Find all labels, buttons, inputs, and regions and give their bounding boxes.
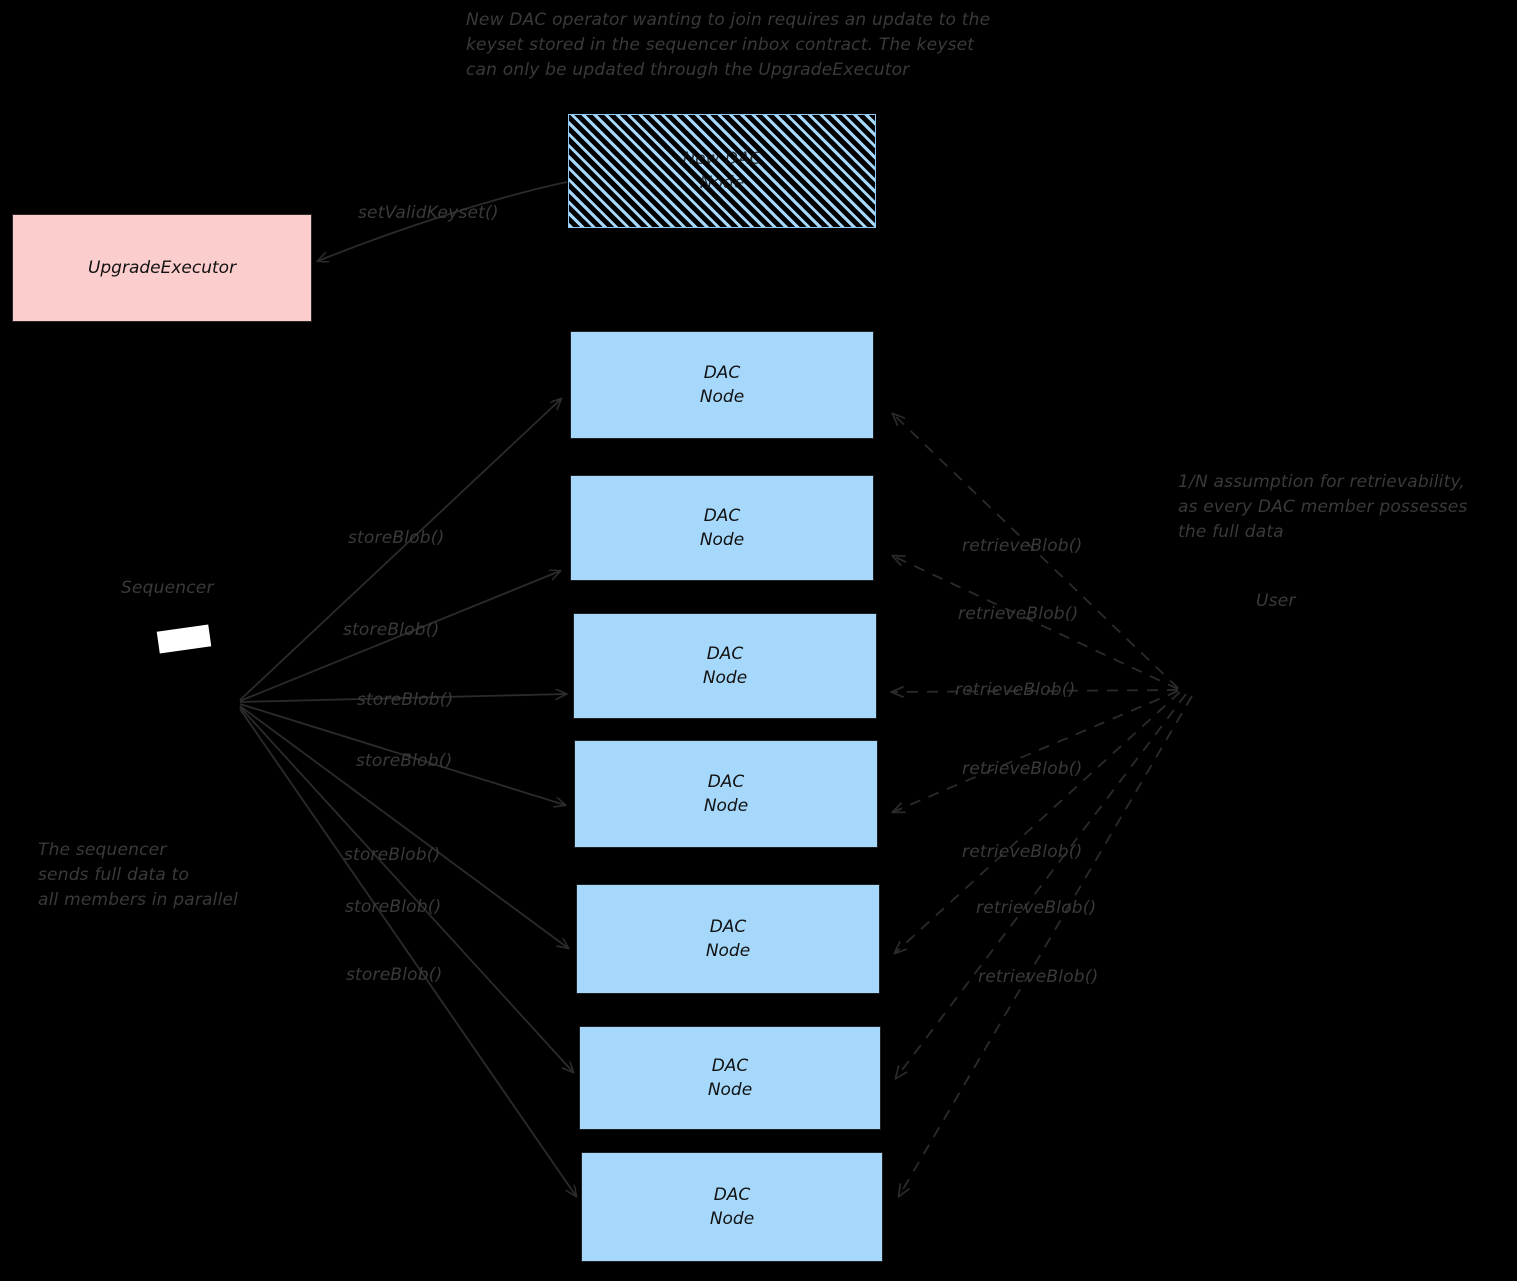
annotation-sequencer-note: The sequencer sends full data to all mem… [38, 840, 239, 910]
edge-retrieve-blob-group [890, 412, 1193, 1198]
edge-store-blob-7 [239, 708, 576, 1196]
edge-store-blob-5 [239, 705, 568, 948]
edge-store-blob-2 [239, 571, 560, 702]
node-dac-node-1[interactable]: DAC Node [570, 331, 874, 439]
node-dac-node-1-label: DAC Node [699, 363, 745, 407]
node-upgrade-executor[interactable]: UpgradeExecutor [12, 214, 312, 322]
edge-store-blob-group [239, 399, 576, 1196]
node-dac-node-2[interactable]: DAC Node [570, 475, 874, 581]
node-new-dac-node-label: New DAC Node [682, 149, 762, 193]
edge-retrieve-blob-3 [890, 686, 1179, 698]
node-dac-node-3-label: DAC Node [702, 644, 748, 688]
node-dac-node-3[interactable]: DAC Node [573, 613, 877, 719]
edge-label-store-blob-5: storeBlob() [344, 845, 441, 865]
edge-store-blob-6 [239, 706, 573, 1072]
node-dac-node-4[interactable]: DAC Node [574, 740, 878, 848]
edge-retrieve-blob-5 [893, 691, 1181, 955]
edge-set-valid-keyset [318, 181, 568, 261]
node-dac-node-7[interactable]: DAC Node [581, 1152, 883, 1262]
edge-retrieve-blob-4 [891, 690, 1179, 814]
edge-label-retrieve-blob-7: retrieveBlob() [978, 967, 1099, 987]
edge-label-store-blob-7: storeBlob() [346, 965, 443, 985]
edge-label-retrieve-blob-2: retrieveBlob() [958, 604, 1079, 624]
edge-store-blob-1 [239, 399, 561, 701]
edge-label-retrieve-blob-1: retrieveBlob() [962, 536, 1083, 556]
node-sequencer-label: Sequencer [121, 578, 214, 598]
edge-retrieve-blob-7 [897, 695, 1193, 1198]
node-new-dac-node[interactable]: New DAC Node [568, 114, 876, 228]
node-dac-node-7-label: DAC Node [709, 1185, 755, 1229]
node-dac-node-4-label: DAC Node [703, 772, 749, 816]
edge-label-store-blob-4: storeBlob() [356, 751, 453, 771]
edge-label-retrieve-blob-5: retrieveBlob() [962, 842, 1083, 862]
node-dac-node-6[interactable]: DAC Node [579, 1026, 881, 1130]
node-dac-node-2-label: DAC Node [699, 506, 745, 550]
edge-label-store-blob-6: storeBlob() [345, 897, 442, 917]
edge-retrieve-blob-1 [891, 412, 1179, 689]
edge-retrieve-blob-6 [894, 693, 1187, 1080]
node-dac-node-5[interactable]: DAC Node [576, 884, 880, 994]
node-upgrade-executor-label: UpgradeExecutor [87, 258, 237, 278]
edge-label-retrieve-blob-6: retrieveBlob() [976, 898, 1097, 918]
edge-label-set-valid-keyset: setValidKeyset() [358, 203, 499, 223]
annotation-retrievability-note: 1/N assumption for retrievability, as ev… [1178, 472, 1468, 542]
node-dac-node-6-label: DAC Node [707, 1056, 753, 1100]
edge-label-store-blob-3: storeBlob() [357, 690, 454, 710]
edge-label-store-blob-1: storeBlob() [348, 528, 445, 548]
edge-store-blob-4 [239, 703, 565, 805]
edge-label-store-blob-2: storeBlob() [343, 620, 440, 640]
annotation-keyset-note: New DAC operator wanting to join require… [466, 10, 991, 80]
edge-label-retrieve-blob-3: retrieveBlob() [955, 680, 1076, 700]
node-user-label: User [1256, 591, 1296, 611]
edge-retrieve-blob-2 [891, 554, 1179, 690]
edge-label-retrieve-blob-4: retrieveBlob() [962, 759, 1083, 779]
node-dac-node-5-label: DAC Node [705, 917, 751, 961]
edge-store-blob-3 [239, 694, 566, 703]
